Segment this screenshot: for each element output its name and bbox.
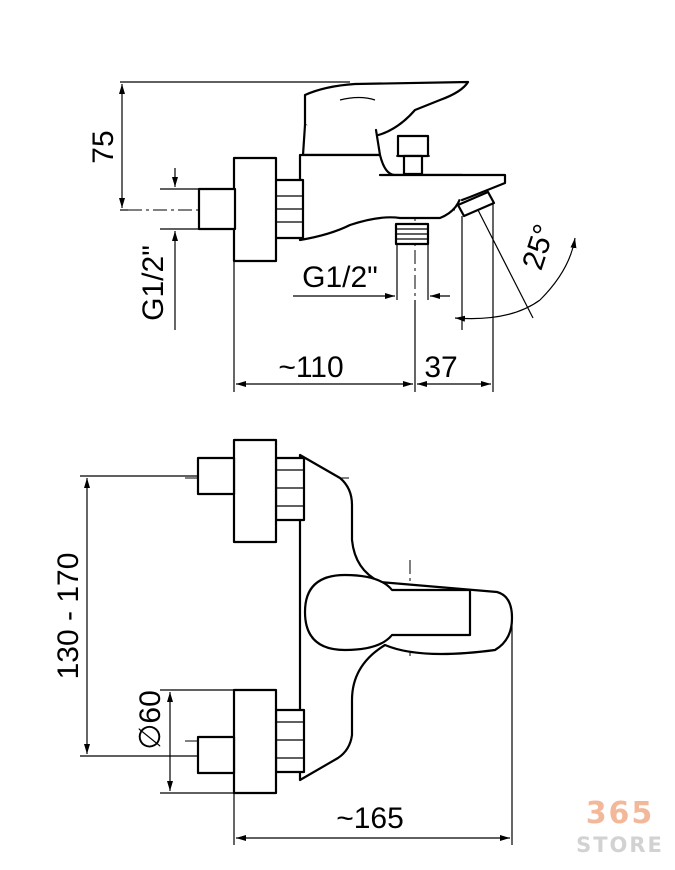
diverter-knob: [396, 134, 430, 158]
front-nut-upper: [274, 456, 306, 522]
front-nut-lower: [274, 708, 306, 774]
side-view: 75 G1/2" G1/2" 25° ~110 37: [87, 80, 577, 392]
angle-ray: [477, 209, 534, 319]
front-lever: [303, 573, 472, 652]
cartridge-cap: [301, 123, 382, 157]
lever-highlight: [339, 96, 376, 101]
aerator: [456, 190, 496, 218]
dim-diameter-label: ∅60: [134, 690, 167, 750]
watermark-number: 365: [586, 796, 655, 831]
front-inlet-upper: [196, 456, 236, 496]
angle-arc-upper: [539, 237, 577, 301]
front-flange-lower: [232, 688, 278, 795]
dim-75-label: 75: [87, 130, 120, 163]
wall-flange: [232, 156, 278, 263]
angle-label: 25°: [516, 220, 561, 273]
dim-inlet-thread-label: G1/2": [137, 245, 170, 321]
front-inlet-lower: [196, 735, 236, 775]
front-flange-upper: [232, 438, 278, 544]
spout: [378, 173, 507, 202]
diverter-stem: [402, 154, 424, 176]
dim-110-label: ~110: [278, 351, 343, 384]
watermark-label: STORE: [576, 833, 664, 857]
mixer-body: [298, 153, 464, 242]
dim-outlet-thread-label: G1/2": [302, 261, 378, 294]
dim-range-label: 130 - 170: [52, 553, 85, 680]
front-view: 130 - 170 ∅60 ~165: [52, 438, 514, 845]
dim-37-label: 37: [424, 351, 457, 384]
dim-165-label: ~165: [336, 802, 404, 835]
inlet-pipe: [197, 187, 237, 231]
angle-arc-lower: [454, 299, 541, 322]
watermark-logo: 365 STORE: [576, 796, 664, 857]
